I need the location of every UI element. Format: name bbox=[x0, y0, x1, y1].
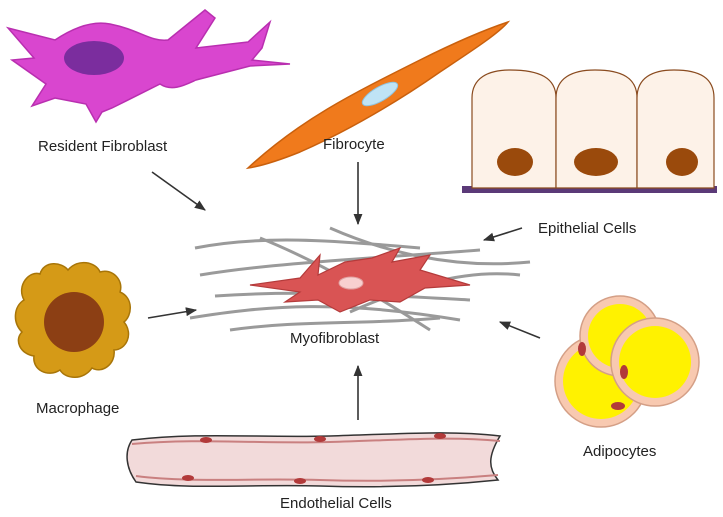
macrophage-cell bbox=[14, 261, 131, 378]
collagen-fiber bbox=[229, 316, 441, 332]
arrow-macrophage-to-myo bbox=[147, 307, 198, 319]
basement-membrane bbox=[462, 186, 717, 193]
endothelial-cells-label: Endothelial Cells bbox=[280, 495, 392, 512]
endothelial-nucleus bbox=[434, 433, 446, 439]
adipocyte-nucleus bbox=[578, 342, 586, 356]
fibrocyte-label: Fibrocyte bbox=[323, 136, 385, 153]
adipocytes-group bbox=[554, 295, 700, 428]
myofibroblast-group bbox=[189, 226, 531, 332]
macrophage-label: Macrophage bbox=[36, 400, 120, 417]
resident-fibroblast-nucleus bbox=[64, 41, 124, 75]
adipocyte-nucleus bbox=[611, 402, 625, 410]
resident-fibroblast-label: Resident Fibroblast bbox=[38, 138, 168, 155]
epithelial-cells-group bbox=[462, 69, 717, 193]
endothelial-nucleus bbox=[200, 437, 212, 443]
epithelial-nucleus bbox=[574, 148, 618, 176]
myofibroblast-label: Myofibroblast bbox=[290, 330, 380, 347]
macrophage-nucleus bbox=[44, 292, 104, 352]
adipocytes-label: Adipocytes bbox=[583, 443, 657, 460]
collagen-fiber bbox=[329, 226, 531, 266]
endothelial-nucleus bbox=[182, 475, 194, 481]
myofibroblast-nucleus bbox=[338, 276, 364, 290]
collagen-fiber bbox=[189, 305, 461, 322]
endothelial-nucleus bbox=[314, 436, 326, 442]
epithelial-nucleus bbox=[497, 148, 533, 176]
adipocyte-nucleus bbox=[620, 365, 628, 379]
collagen-fiber bbox=[194, 238, 421, 250]
endothelial-vessel bbox=[126, 432, 502, 488]
epithelial-nucleus bbox=[666, 148, 698, 176]
epithelial-cells-label: Epithelial Cells bbox=[538, 220, 637, 237]
endothelial-nucleus bbox=[294, 478, 306, 484]
fibrocyte-nucleus bbox=[361, 81, 399, 107]
endothelial-nucleus bbox=[422, 477, 434, 483]
arrow-resident-to-myo bbox=[151, 171, 206, 211]
arrow-adipocytes-to-myo bbox=[498, 321, 541, 339]
resident-fibroblast-cell bbox=[5, 9, 291, 124]
arrow-epithelial-to-myo bbox=[482, 227, 523, 242]
collagen-fiber bbox=[199, 248, 481, 277]
fibrocyte-cell bbox=[245, 20, 511, 170]
